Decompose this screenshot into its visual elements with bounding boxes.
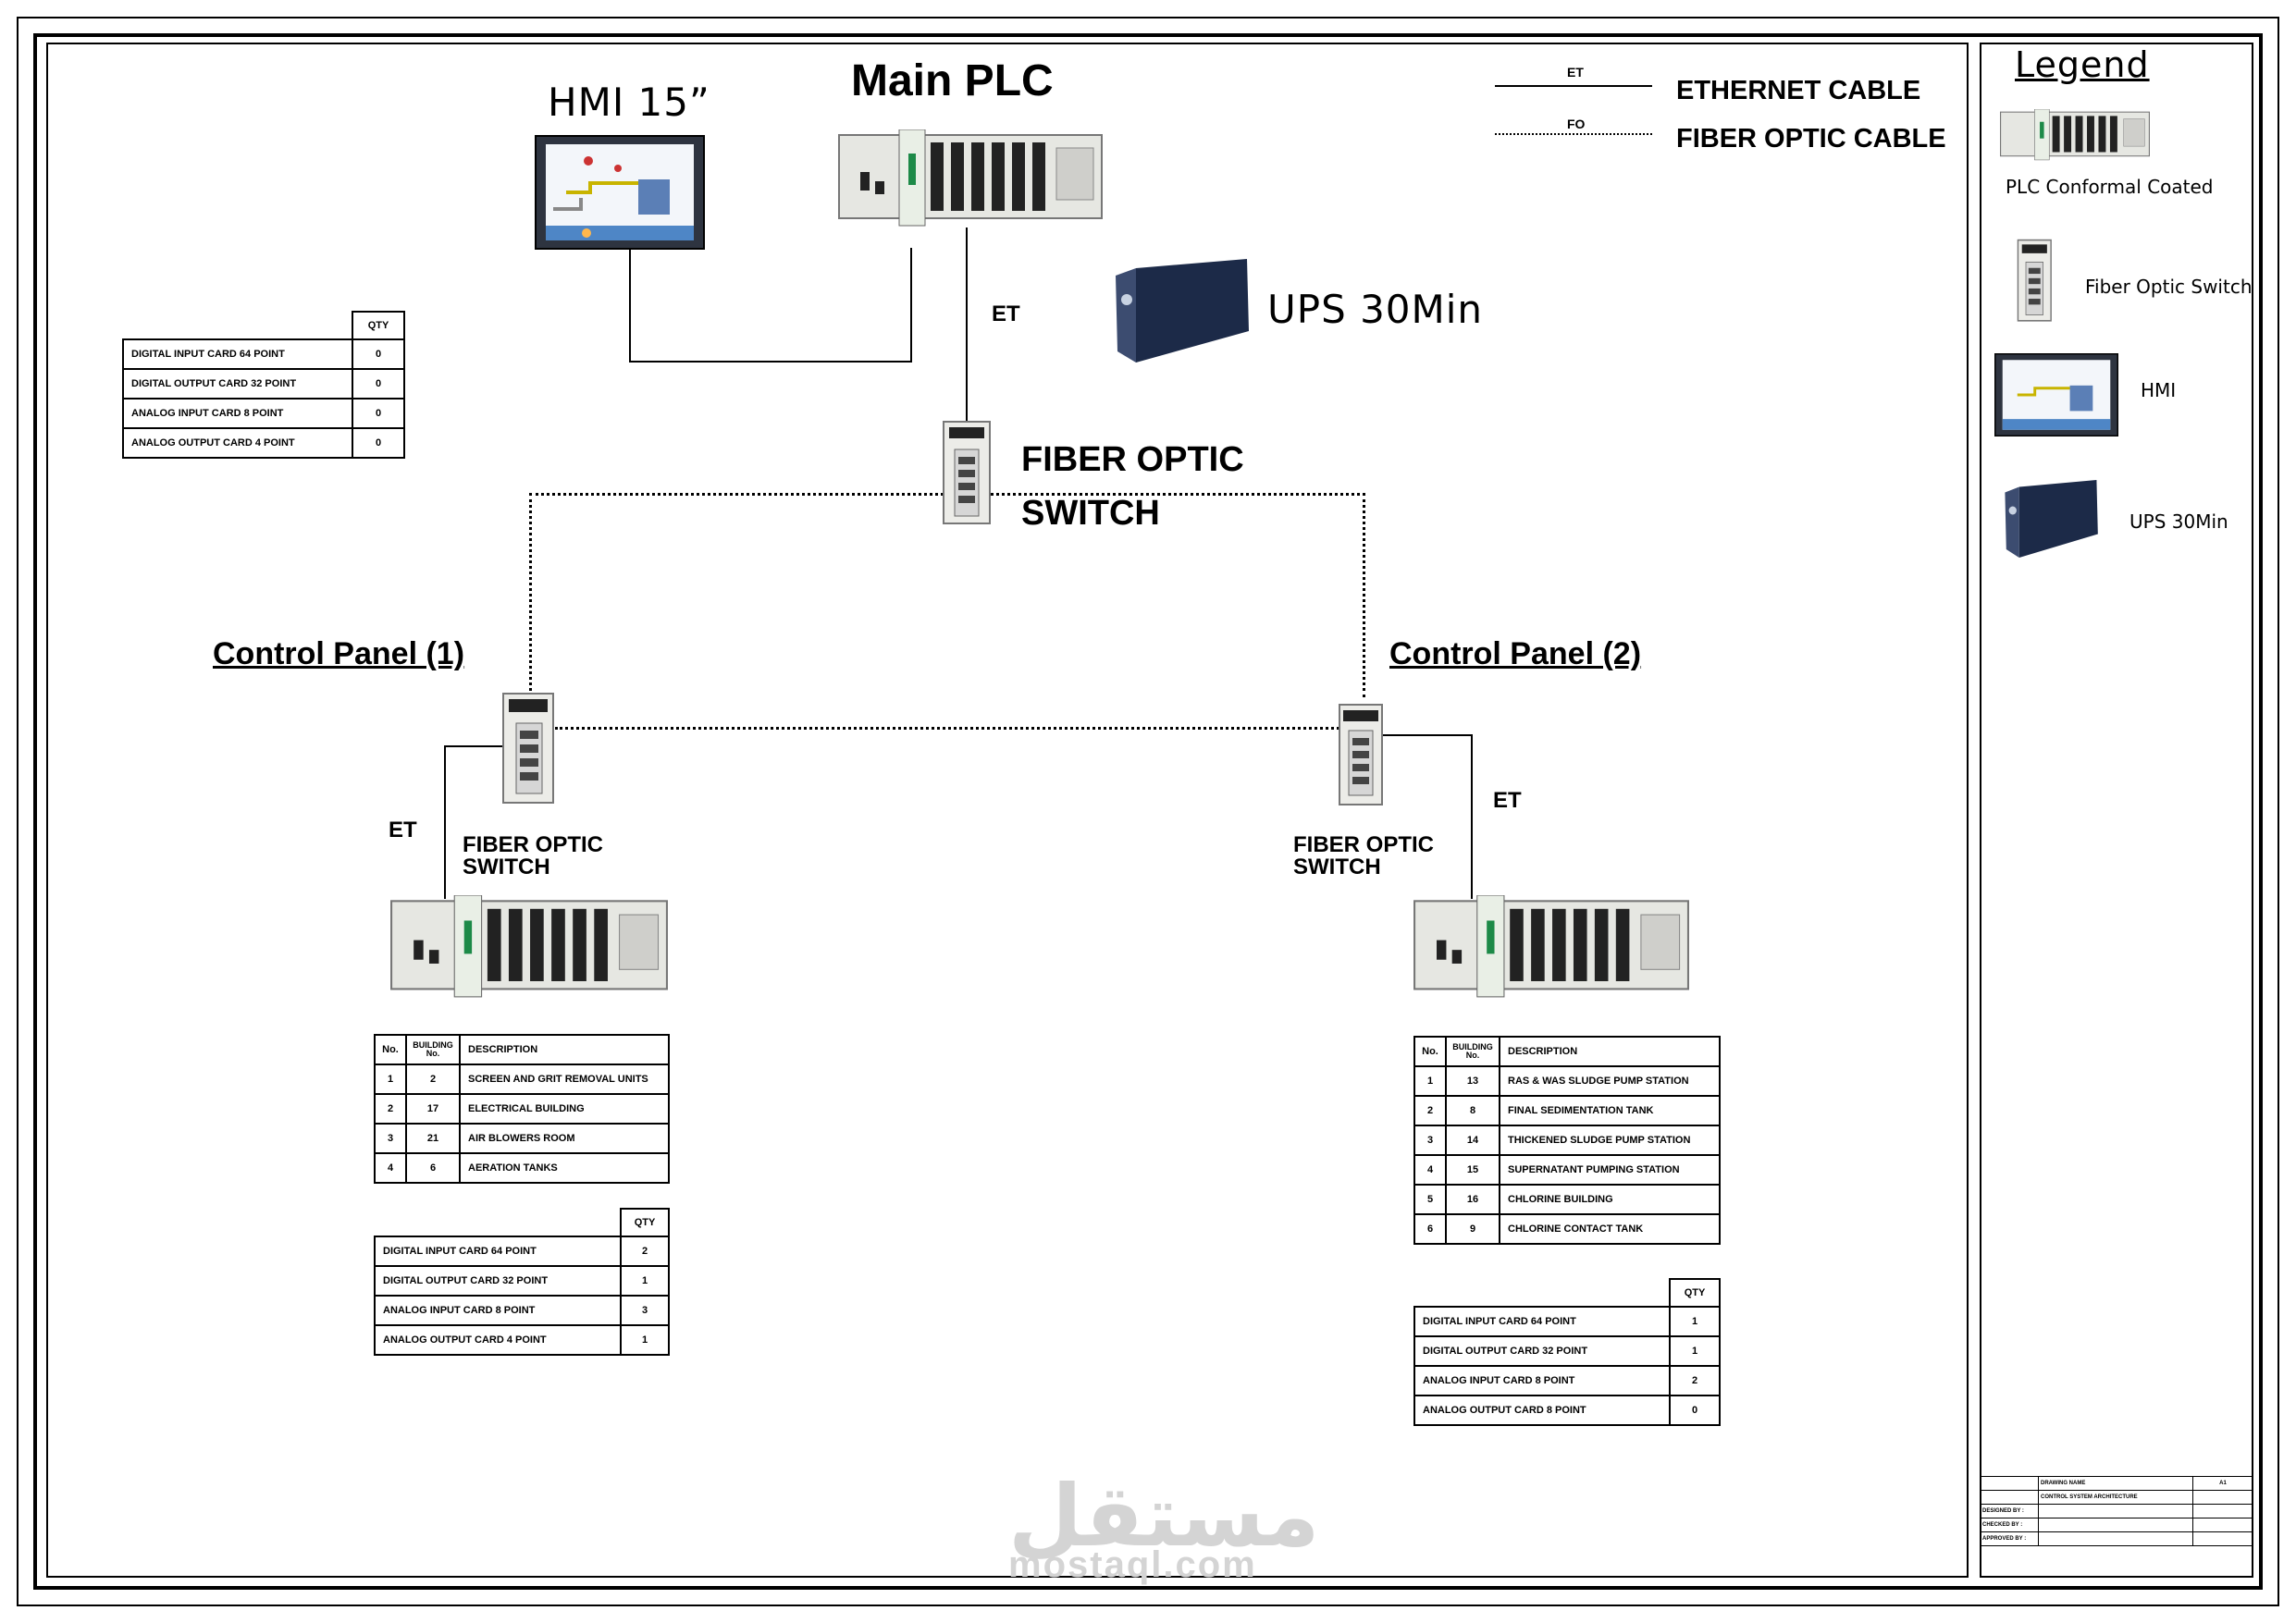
legend-ups-icon (2005, 480, 2098, 558)
designed-by: DESIGNED BY : (1980, 1504, 2039, 1518)
legend-title: Legend (2015, 44, 2150, 85)
legend-hmi-icon (1994, 353, 2118, 436)
panel1-switch-label-2: SWITCH (463, 855, 550, 879)
watermark-latin: mostaql.com (1008, 1544, 1257, 1585)
sheet-size: A1 (2192, 1476, 2253, 1491)
panel1-switch-label-1: FIBER OPTIC (463, 832, 604, 857)
sheet-outer-border (17, 17, 2279, 1606)
fo-cable-code: FO (1567, 117, 1586, 131)
hmi-plc-ethernet-cable (629, 248, 912, 363)
sheet-inner-border (33, 33, 2263, 1590)
panel2-plc-icon (1413, 895, 1689, 998)
main-plc-title: Main PLC (851, 56, 1054, 105)
title-block: DRAWING NAME A1 CONTROL SYSTEM ARCHITECT… (1980, 1476, 2253, 1546)
panel1-ethernet-cable (444, 745, 503, 899)
plc-switch-ethernet-cable (966, 227, 968, 422)
ups-icon (1116, 259, 1249, 363)
ups-title: UPS 30Min (1267, 287, 1484, 332)
approved-by: APPROVED BY : (1980, 1531, 2039, 1546)
checked-by: CHECKED BY : (1980, 1518, 2039, 1532)
legend-switch-icon (2017, 239, 2052, 322)
panel2-title: Control Panel (2) (1389, 636, 1642, 671)
panel2-et-label: ET (1493, 788, 1522, 813)
et-cable-sample (1495, 85, 1652, 87)
hmi-title: HMI 15” (548, 80, 710, 125)
panel2-ethernet-cable (1382, 734, 1473, 899)
drawing-name-label: DRAWING NAME (2038, 1476, 2193, 1491)
main-plc-icon (838, 129, 1103, 227)
panel1-plc-icon (390, 895, 668, 998)
legend-hmi-label: HMI (2141, 379, 2177, 401)
panel1-et-label: ET (389, 818, 417, 842)
legend-switch-label: Fiber Optic Switch (2085, 276, 2253, 298)
fiber-panel-link (555, 727, 1339, 730)
qty-header: QTY (352, 311, 405, 340)
panel2-fiber-switch-icon (1339, 704, 1383, 805)
plc-switch-et-label: ET (992, 301, 1020, 326)
et-cable-label: ETHERNET CABLE (1676, 76, 1921, 105)
legend-area (1980, 43, 2253, 1578)
hmi-screen-icon (535, 135, 705, 250)
panel2-switch-label-1: FIBER OPTIC (1293, 832, 1435, 857)
table-header-row: No. BUILDING No. DESCRIPTION (1413, 1036, 1721, 1067)
panel1-fiber-switch-icon (502, 693, 554, 804)
legend-plc-icon (2000, 109, 2150, 161)
main-switch-label-2: SWITCH (1021, 494, 1160, 533)
legend-plc-label: PLC Conformal Coated (2006, 176, 2214, 198)
main-switch-label-1: FIBER OPTIC (1021, 440, 1244, 479)
drawing-name: CONTROL SYSTEM ARCHITECTURE (2038, 1490, 2193, 1505)
panel1-title: Control Panel (1) (213, 636, 465, 671)
legend-ups-label: UPS 30Min (2129, 510, 2228, 533)
main-fiber-switch-icon (943, 421, 991, 524)
fo-cable-sample (1495, 133, 1652, 135)
et-cable-code: ET (1567, 65, 1584, 80)
panel2-switch-label-2: SWITCH (1293, 855, 1381, 879)
drawing-area (46, 43, 1969, 1578)
table-header-row: No. BUILDING No. DESCRIPTION (374, 1034, 670, 1065)
watermark-arabic: مستقل (1008, 1467, 1320, 1566)
fo-cable-label: FIBER OPTIC CABLE (1676, 124, 1946, 154)
